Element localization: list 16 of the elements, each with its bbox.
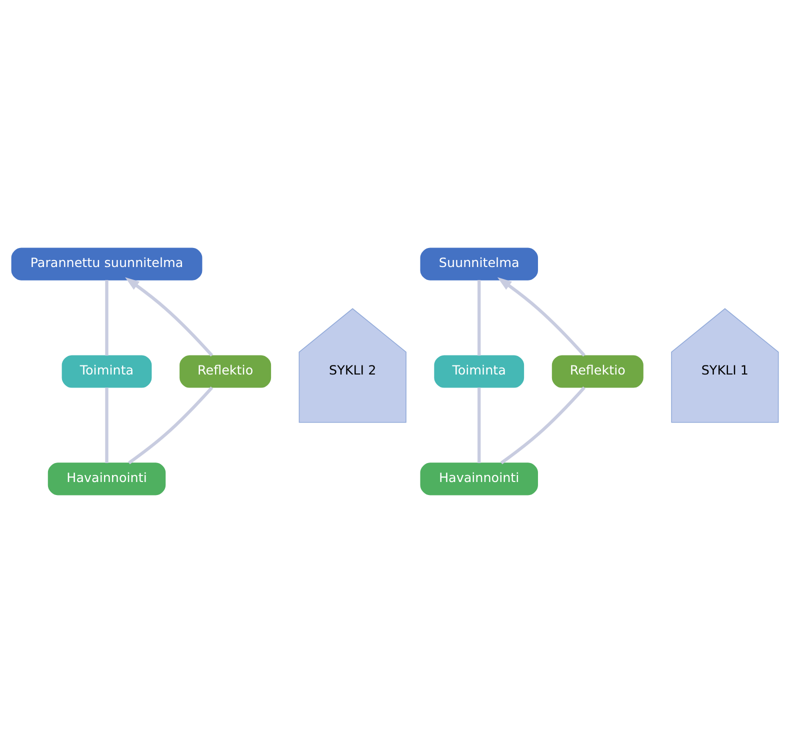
node-box: Parannettu suunnitelma — [11, 248, 202, 280]
connector — [478, 280, 481, 356]
connector — [105, 280, 108, 356]
node-box: Reflektio — [180, 355, 272, 388]
arrow — [497, 277, 586, 357]
node-box: Havainnointi — [420, 462, 538, 496]
arrow — [125, 277, 214, 357]
node-box: Suunnitelma — [420, 248, 538, 280]
node-box: Toiminta — [62, 355, 152, 388]
node-box: Toiminta — [434, 355, 524, 388]
node-box: Havainnointi — [48, 462, 166, 496]
connector — [128, 386, 214, 464]
node-box: Reflektio — [552, 355, 644, 388]
connector — [105, 387, 108, 463]
connector — [500, 386, 586, 464]
connector — [478, 387, 481, 463]
